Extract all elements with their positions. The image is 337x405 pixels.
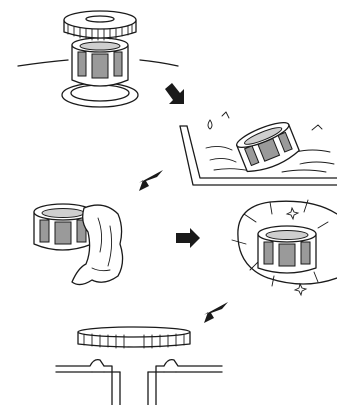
step-wipe-with-cloth xyxy=(34,204,123,285)
arrow-4 xyxy=(204,302,228,323)
step-reinstall-in-drain xyxy=(56,327,222,405)
arrow-3 xyxy=(176,228,200,248)
step-dry-clean-strainer xyxy=(232,200,337,295)
step-wash-in-water xyxy=(180,112,337,185)
step-remove-strainer xyxy=(18,11,178,107)
arrow-2 xyxy=(139,170,163,191)
arrow-1 xyxy=(165,83,184,104)
